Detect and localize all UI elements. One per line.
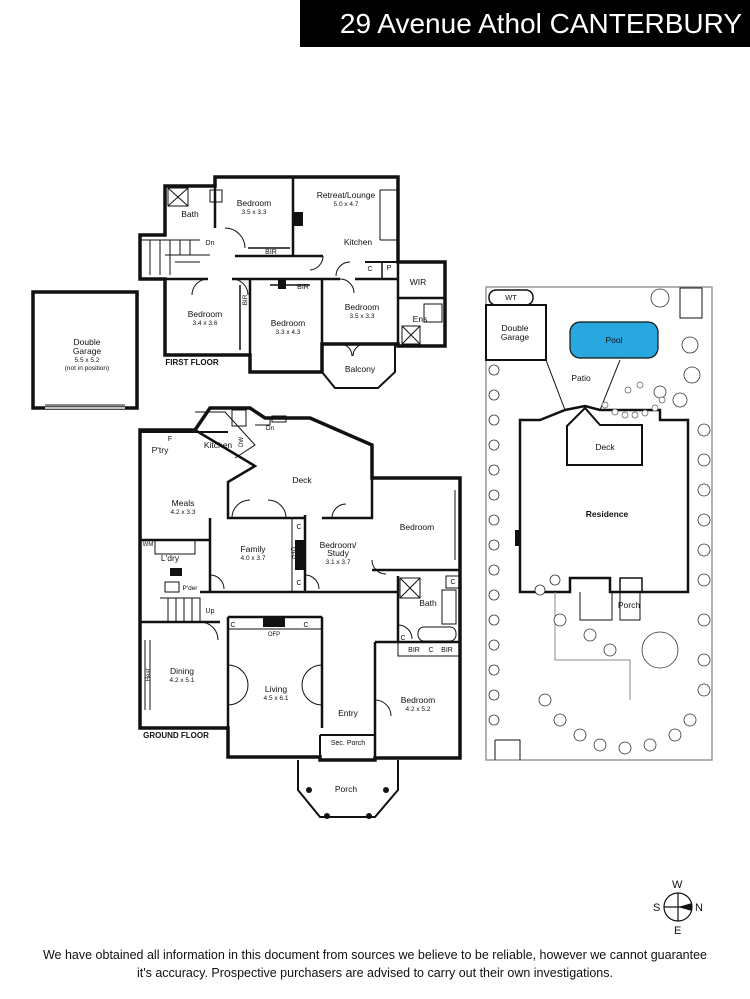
heat-label: Heat [146,668,152,681]
study-label-2: Study [327,548,349,558]
first-floor-walls [138,175,447,389]
bir-5-label: BIR [441,647,453,654]
ptry-label: P'try [152,445,169,455]
entry-label: Entry [338,708,359,718]
compass-north-label: N [695,902,703,914]
pder-label: P'der [183,585,199,592]
dining-dims: 4.2 x 5.1 [170,677,195,684]
site-residence-label: Residence [586,509,629,519]
first-bedroom-3-label: Bedroom [271,318,306,328]
retreat-dims: 5.0 x 4.7 [334,201,359,208]
ldry-label: L'dry [161,553,180,563]
ofp-2-label: OFP [268,632,280,638]
site-pool-label: Pool [605,335,622,345]
page-title: 29 Avenue Athol CANTERBURY [300,0,750,47]
study-label-1: Bedroom/ [320,540,357,550]
ground-c-4-label: C [400,635,405,642]
bir-4-label: BIR [408,647,420,654]
ofp-1-label: OFP [289,547,295,559]
balcony-label: Balcony [345,364,376,374]
sec-porch-label: Sec. Porch [331,740,365,747]
compass-south-label: S [653,902,660,914]
ground-bath-label: Bath [419,598,437,608]
disclaimer-line-2: it's accuracy. Prospective purchasers ar… [137,966,613,980]
up-label: Up [206,608,215,615]
ground-c-7-label: C [428,647,433,654]
ground-c-6-label: C [303,622,308,629]
ground-floor-walls [138,406,462,818]
porch-label: Porch [335,784,357,794]
pool-shape [569,321,659,359]
first-bedroom-1-label: Bedroom [237,198,272,208]
dining-label: Dining [170,666,194,676]
garage-note: (not in position) [65,365,109,372]
wir-label: WIR [410,277,427,287]
site-garage-label-1: Double [502,323,529,333]
compass-west-label: W [672,879,683,891]
ground-dn-label: Dn [266,425,275,432]
first-bedroom-1-dims: 3.5 x 3.3 [242,209,267,216]
living-label: Living [265,684,287,694]
compass-east-label: E [674,925,681,937]
first-c-label: C [367,266,372,273]
ground-bedroom-2-dims: 4.2 x 5.2 [406,706,431,713]
living-dims: 4.5 x 6.1 [264,695,289,702]
first-floor-label: FIRST FLOOR [165,358,219,367]
ground-c-3-label: C [450,579,455,586]
meals-dims: 4.2 x 3.3 [171,509,196,516]
family-label: Family [240,544,266,554]
site-plan [485,286,713,761]
disclaimer-line-1: We have obtained all information in this… [42,948,708,962]
first-bath-label: Bath [181,209,199,219]
disclaimer: We have obtained all information in this… [20,946,730,982]
first-bir-3-label: BIR [242,294,249,305]
ground-floor-label: GROUND FLOOR [143,731,209,740]
first-bedroom-3-dims: 3.3 x 4.3 [276,329,301,336]
retreat-label: Retreat/Lounge [317,190,376,200]
ens-label: Ens [413,314,428,324]
deck-label: Deck [292,475,312,485]
first-dn-label: Dn [206,240,215,247]
first-kitchen-label: Kitchen [344,237,373,247]
study-dims: 3.1 x 3.7 [326,559,351,566]
ground-c-5-label: C [230,622,235,629]
wm-label: WM [143,542,154,548]
garage-label-1: Double [74,337,101,347]
first-bir-2-label: BIR [297,284,309,291]
first-bedroom-4-dims: 3.5 x 3.3 [350,313,375,320]
first-bedroom-2-dims: 3.4 x 3.6 [193,320,218,327]
first-bedroom-4-label: Bedroom [345,302,380,312]
site-porch-label: Porch [618,600,640,610]
ground-c-2-label: C [296,580,301,587]
meals-label: Meals [172,498,195,508]
compass: W S N E [653,879,703,937]
ground-kitchen-label: Kitchen [204,440,233,450]
ground-bedroom-1-label: Bedroom [400,522,435,532]
first-bir-1-label: BIR [265,249,277,256]
site-garage-label-2: Garage [501,332,530,342]
ground-bedroom-2-label: Bedroom [401,695,436,705]
site-patio-label: Patio [571,373,591,383]
fridge-label: F [168,436,172,443]
family-dims: 4.0 x 3.7 [241,555,266,562]
first-bedroom-2-label: Bedroom [188,309,223,319]
garage-label-2: Garage [73,346,102,356]
first-p-label: P [387,265,392,272]
site-wt-label: WT [505,293,517,302]
site-trees [488,288,711,755]
garage-dims: 5.5 x 5.2 [75,357,100,364]
dw-label: DW [239,437,245,447]
ground-c-1-label: C [296,524,301,531]
site-deck-label: Deck [595,442,615,452]
